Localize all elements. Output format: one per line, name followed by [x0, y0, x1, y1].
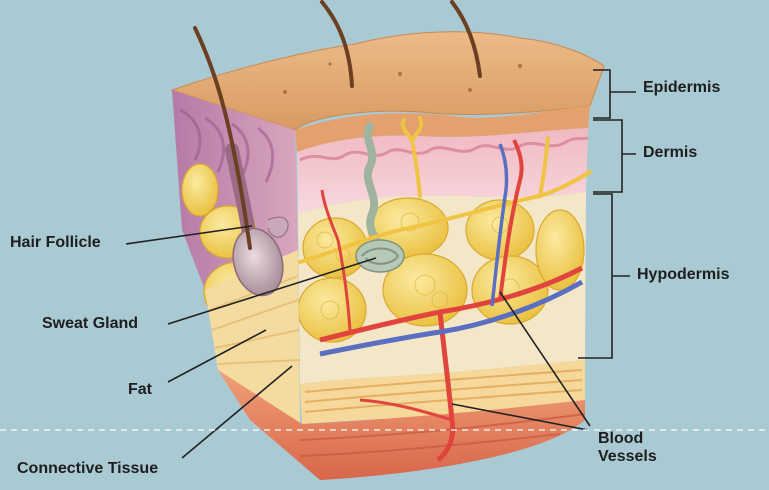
sweat-gland-icon [355, 122, 405, 273]
hypodermis-label: Hypodermis [637, 266, 730, 283]
sweat-gland-leader [167, 257, 377, 325]
left-face-ridges [179, 108, 275, 183]
hair-shaft-3 [450, 0, 482, 78]
hair-follicle-leader [125, 225, 253, 245]
epidermis-layer [295, 106, 590, 152]
fat-leader [167, 329, 267, 383]
dermis-bracket [593, 119, 636, 193]
connective-tissue-fibres [304, 369, 583, 413]
hair-follicle-label: Hair Follicle [10, 234, 101, 251]
connective-tissue-leader [181, 365, 293, 459]
blood-vessel-leader-2 [451, 403, 589, 431]
hypodermis-bracket [578, 193, 630, 359]
blood-vessel-leader-1 [499, 291, 591, 427]
hair-shaft-2 [320, 0, 354, 88]
nerve-branch [298, 116, 592, 264]
bottom-slab-stripes [299, 413, 586, 457]
skin-surface [170, 31, 605, 131]
connective-tissue-label: Connective Tissue [17, 460, 159, 477]
left-face-fibres [209, 275, 301, 365]
epidermis-bracket [593, 69, 636, 119]
bottom-slab [218, 370, 585, 480]
dermal-papillae [299, 136, 589, 162]
fat-label: Fat [128, 381, 152, 398]
hair-shaft-1 [193, 26, 252, 250]
blood-vessel-icon [319, 139, 584, 462]
sweat-gland-label: Sweat Gland [42, 315, 139, 332]
epidermis-label: Epidermis [643, 79, 721, 96]
dermis-label: Dermis [643, 144, 698, 161]
blood-vessels-label: Blood Vessels [598, 430, 657, 466]
